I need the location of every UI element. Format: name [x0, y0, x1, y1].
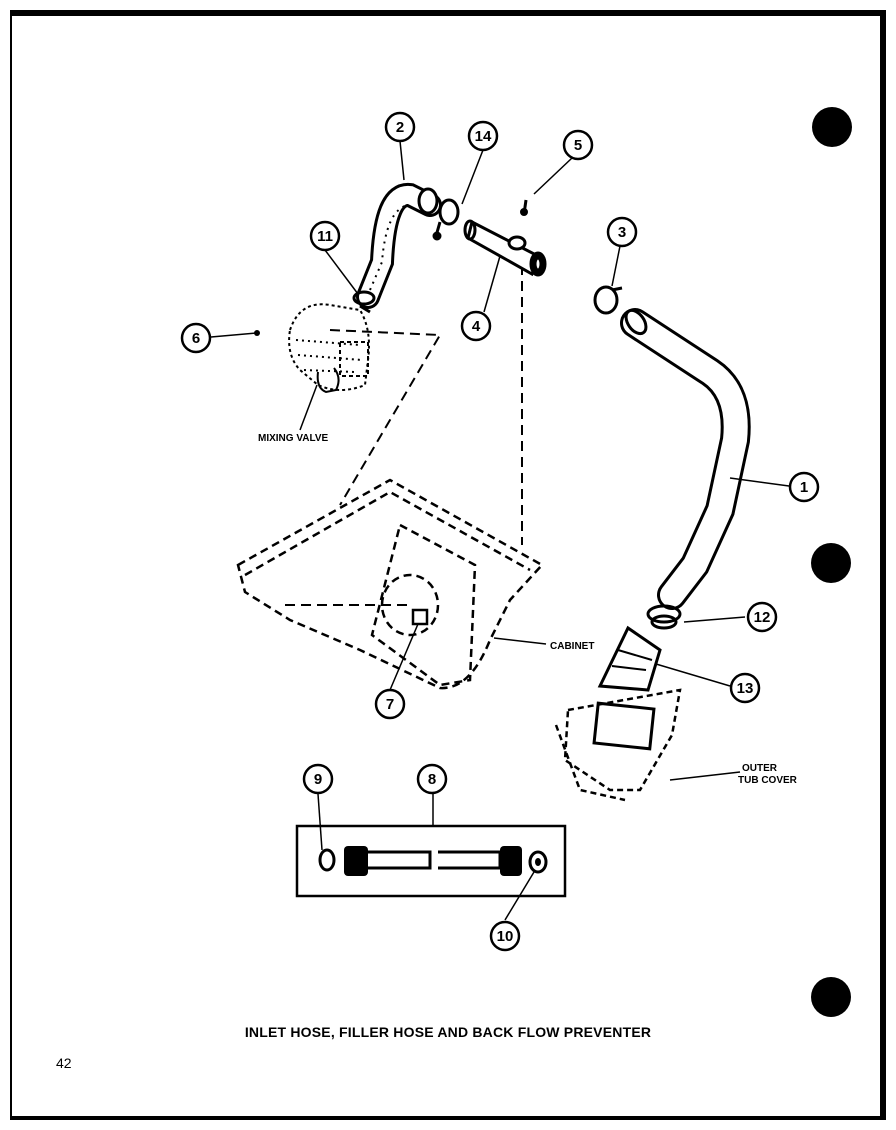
hose-clamp-lower: [646, 604, 682, 630]
outer-tub-cover-label-line1: OUTER: [742, 763, 778, 774]
callout-14: 14: [467, 120, 499, 152]
mixing-valve-label: MIXING VALVE: [258, 433, 329, 444]
inlet-hose-kit: [295, 824, 567, 898]
backflow-port: [411, 608, 429, 626]
svg-text:6: 6: [192, 330, 200, 347]
screw: [520, 199, 528, 216]
page-border: [10, 10, 886, 1120]
callout-6: 6: [180, 322, 212, 354]
callout-7: 7: [374, 688, 406, 720]
callout-8: 8: [416, 763, 448, 795]
callout-3: 3: [606, 216, 638, 248]
mixing-valve: [288, 303, 370, 394]
callout-11: 11: [309, 220, 341, 252]
callout-1: 1: [788, 471, 820, 503]
outer-tub-cover-label-line2: TUB COVER: [738, 775, 798, 786]
callout-2: 2: [384, 111, 416, 143]
outer-tub-cover: [554, 688, 682, 802]
inlet-hose: [620, 308, 751, 610]
binder-hole-top: [812, 107, 852, 147]
callout-9: 9: [302, 763, 334, 795]
svg-text:4: 4: [472, 318, 481, 335]
cabinet-outline: [236, 478, 544, 690]
svg-text:10: 10: [497, 928, 514, 945]
back-flow-preventer: [463, 219, 547, 277]
filler-hose: [356, 182, 442, 309]
callout-4: 4: [460, 310, 492, 342]
callout-12: 12: [746, 601, 778, 633]
hose-clamp-small: [352, 290, 376, 314]
svg-text:13: 13: [737, 680, 754, 697]
svg-text:11: 11: [317, 228, 333, 245]
cabinet-label: CABINET: [550, 641, 594, 652]
hose-clamp-inlet: [593, 285, 623, 315]
svg-text:8: 8: [428, 771, 436, 788]
page-number: 42: [56, 1055, 72, 1071]
hose-clamp-upper: [432, 198, 460, 241]
svg-text:3: 3: [618, 224, 626, 241]
diagram-title: INLET HOSE, FILLER HOSE AND BACK FLOW PR…: [244, 1024, 652, 1040]
svg-text:12: 12: [754, 609, 771, 626]
callout-13: 13: [729, 672, 761, 704]
mixing-valve-screw: [254, 330, 260, 336]
leader-lines: [210, 140, 790, 921]
callout-5: 5: [562, 129, 594, 161]
svg-text:14: 14: [475, 128, 492, 145]
svg-text:1: 1: [800, 479, 808, 496]
binder-hole-bottom: [811, 977, 851, 1017]
fill-nozzle: [597, 625, 662, 692]
svg-text:7: 7: [386, 696, 394, 713]
svg-text:5: 5: [574, 137, 582, 154]
callout-10: 10: [489, 920, 521, 952]
svg-text:2: 2: [396, 119, 404, 136]
svg-text:9: 9: [314, 771, 322, 788]
assembly-lines: [285, 265, 523, 606]
binder-hole-middle: [811, 543, 851, 583]
